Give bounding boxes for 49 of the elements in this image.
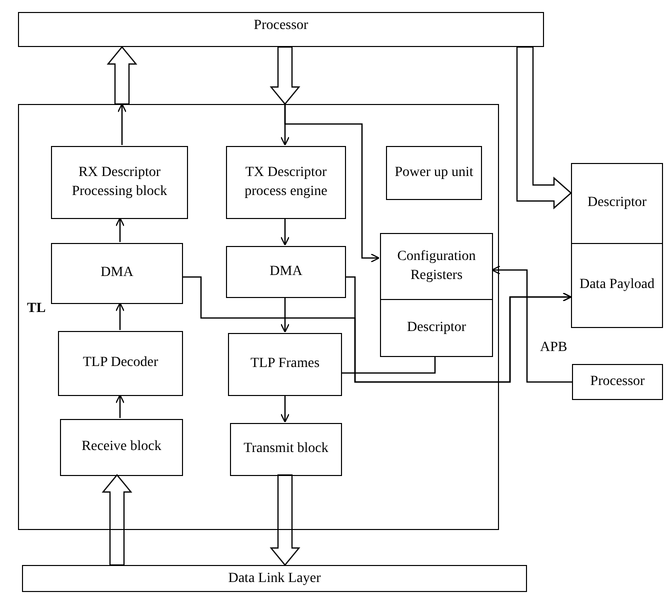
block-arrow — [106, 46, 138, 105]
block-box — [571, 163, 663, 328]
block-label: Descriptor — [587, 194, 647, 212]
block-label: DMA — [100, 264, 134, 282]
data-link-layer-bar — [22, 565, 527, 592]
arrow — [280, 218, 290, 246]
processor-bar — [18, 12, 544, 47]
block-box — [60, 419, 183, 476]
arrow — [345, 276, 572, 383]
block-arrow — [270, 46, 300, 105]
arrow — [115, 302, 125, 330]
block-label: Data Link Layer — [228, 570, 321, 588]
arrow — [284, 104, 380, 263]
block-box — [51, 243, 183, 304]
arrow — [280, 395, 290, 423]
block-label: DMA — [270, 262, 302, 281]
block-box — [380, 233, 493, 357]
block-title: TL — [27, 301, 46, 317]
block-box — [230, 423, 342, 476]
block-arrow — [516, 46, 572, 210]
block-label: Data Payload — [579, 276, 655, 294]
block-label: TLP Decoder — [82, 354, 158, 372]
block-label: TX Descriptor process engine — [244, 164, 328, 200]
block-arrow — [270, 474, 300, 566]
block-box — [226, 246, 346, 298]
block-label: Receive block — [82, 438, 162, 456]
block-box — [58, 331, 183, 396]
block-arrow — [102, 474, 132, 566]
arrow — [115, 394, 125, 418]
arrow — [491, 265, 572, 383]
connector-line — [341, 356, 436, 374]
block-label: RX Descriptor Processing block — [70, 164, 168, 200]
block-box — [228, 333, 342, 396]
block-label: Descriptor — [406, 318, 466, 337]
tl-container — [18, 104, 499, 530]
block-label: Processor — [254, 17, 308, 35]
block-label: TLP Frames — [250, 355, 320, 374]
arrow — [280, 297, 290, 333]
block-box — [386, 146, 482, 200]
block-box — [51, 146, 188, 219]
block-label: Power up unit — [394, 164, 474, 182]
block-box — [572, 364, 663, 400]
arrow — [117, 103, 127, 145]
block-label: Configuration Registers — [396, 248, 477, 284]
arrow — [115, 217, 125, 242]
block-label: Transmit block — [244, 440, 328, 458]
bus-label: APB — [540, 340, 568, 356]
block-label: Processor — [590, 372, 645, 391]
block-box — [226, 146, 346, 219]
